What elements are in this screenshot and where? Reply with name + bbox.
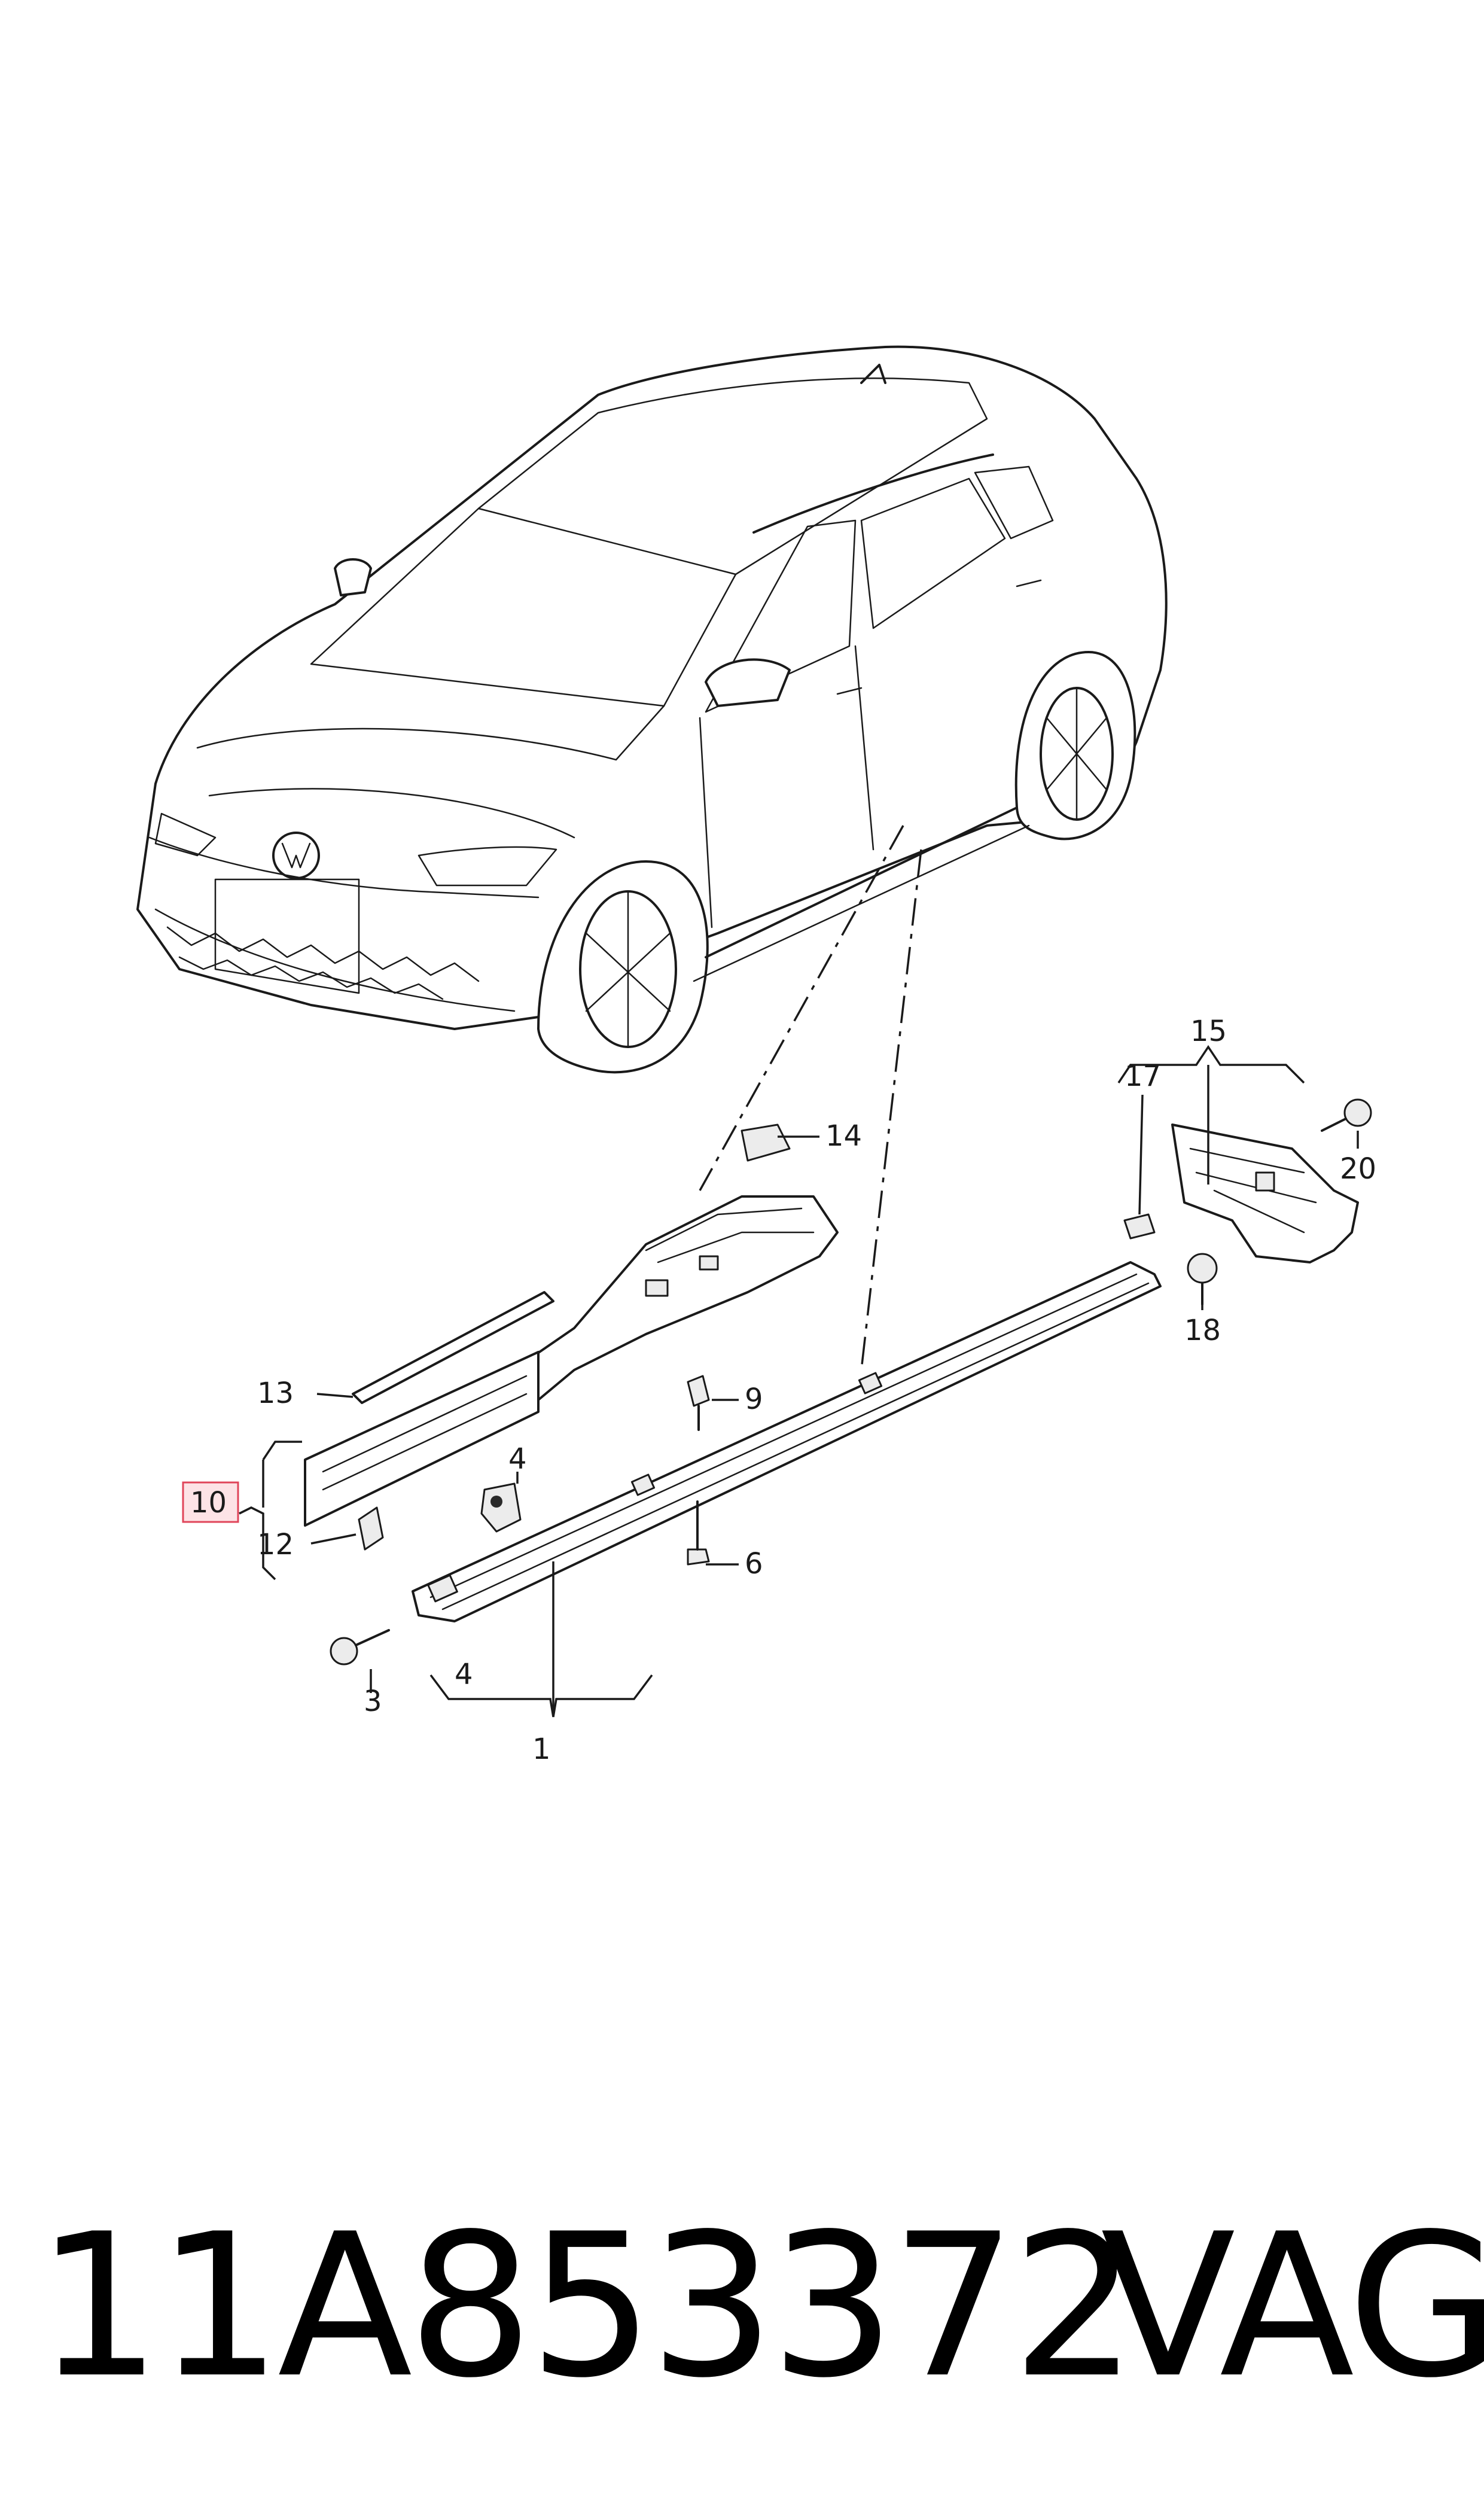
callout-15: 15 (1190, 1015, 1227, 1048)
callout-12: 12 (257, 1528, 294, 1561)
part-17-clip (1123, 1213, 1156, 1240)
part-12-clip (358, 1506, 384, 1551)
part-10-scuff-panel (304, 1351, 540, 1527)
callout-3: 3 (364, 1685, 382, 1718)
part-18-screw (1187, 1253, 1218, 1305)
callout-4-upper: 4 (508, 1442, 527, 1476)
part-1-sill-rail (412, 1261, 1162, 1622)
part-4-clip (480, 1482, 522, 1533)
vehicle-illustration (136, 345, 1168, 1074)
callout-10: 10 (190, 1486, 227, 1520)
exploded-parts-diagram: 1 3 4 4 6 9 10 12 13 14 15 17 18 20 (136, 345, 1376, 1766)
callout-14: 14 (825, 1119, 862, 1153)
callout-20: 20 (1340, 1152, 1376, 1186)
callout-13: 13 (257, 1377, 294, 1410)
brand-label: VAG (1101, 2191, 1484, 2421)
part-number-label: 11A853372 (36, 2191, 1137, 2421)
part-6-screw (687, 1500, 710, 1566)
part-13-strip (352, 1291, 554, 1404)
callout-9: 9 (745, 1383, 763, 1416)
callout-10-highlight (182, 1481, 239, 1523)
part-14-clip (741, 1123, 791, 1162)
part-9-screw (687, 1375, 710, 1431)
part-15-rear-bracket (1171, 1123, 1359, 1263)
callout-6: 6 (745, 1547, 763, 1581)
callout-17: 17 (1125, 1059, 1161, 1093)
part-3-screw (330, 1629, 390, 1666)
callout-18: 18 (1184, 1314, 1221, 1347)
part-20-screw (1321, 1098, 1372, 1132)
callout-4-lower: 4 (455, 1658, 473, 1691)
callout-1: 1 (532, 1733, 551, 1766)
